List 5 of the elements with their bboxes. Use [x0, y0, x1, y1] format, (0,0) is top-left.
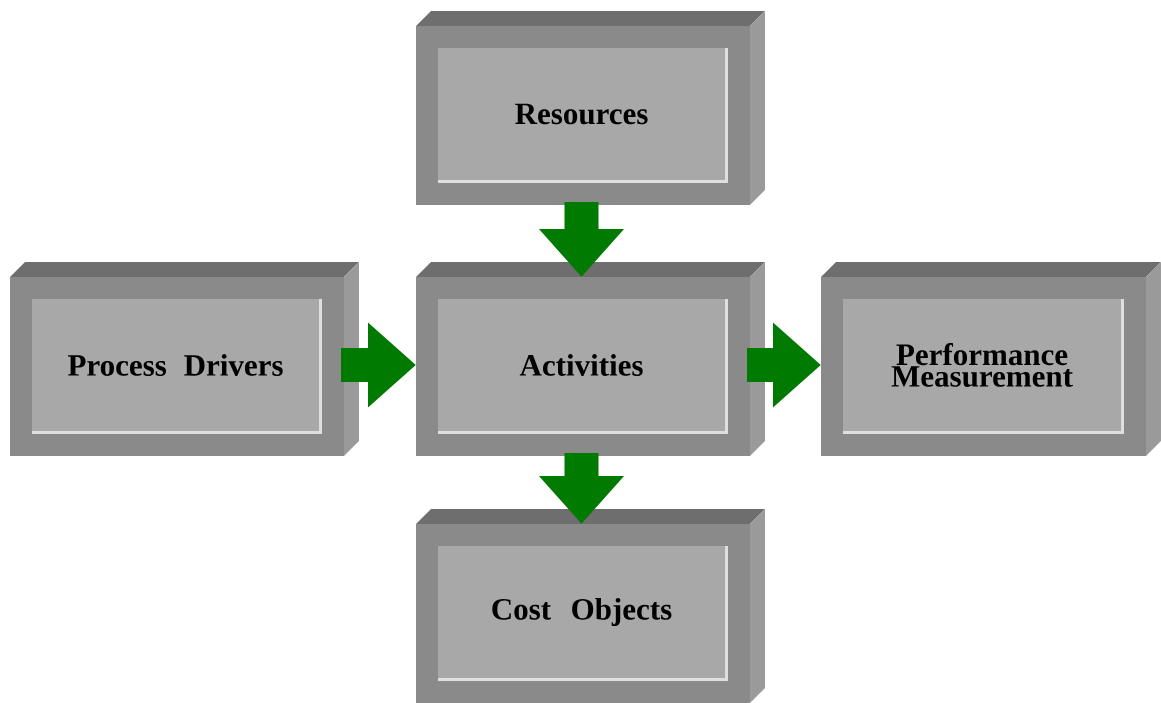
process-box: Activities: [416, 262, 765, 456]
process-box: Resources: [416, 11, 765, 205]
process-box: Performance Measurement: [821, 262, 1161, 456]
process-box: Cost Objects: [416, 509, 765, 703]
process-box: Process Drivers: [10, 262, 359, 456]
